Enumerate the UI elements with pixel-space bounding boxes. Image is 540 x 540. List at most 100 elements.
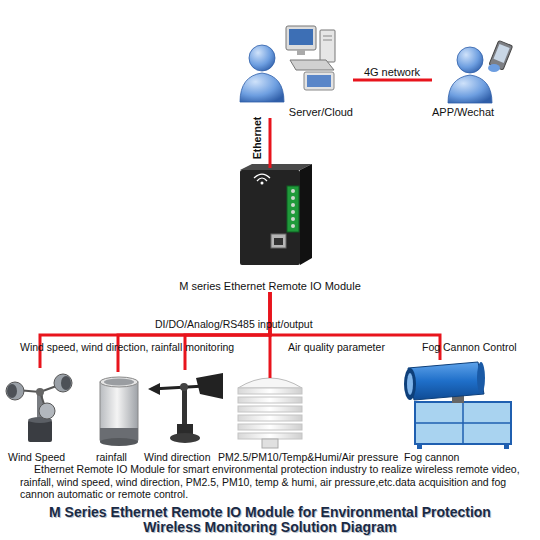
person-head <box>249 45 275 71</box>
vane-pointer <box>148 383 160 395</box>
node-caption: Fog cannon <box>404 451 532 463</box>
vane-fin <box>196 373 223 399</box>
io-module-illustration <box>240 164 312 265</box>
air-sensor-illustration <box>238 378 302 448</box>
server-cloud-node: Server/Cloud <box>238 22 353 118</box>
ethernet-wire <box>118 292 270 372</box>
group-label: Wind speed, wind direction, rainfall mon… <box>20 341 234 353</box>
pc-tower <box>320 30 335 62</box>
sensor-base <box>28 420 52 442</box>
cup <box>54 374 72 392</box>
edge-label: 4G network <box>364 66 420 78</box>
module-side <box>300 164 312 265</box>
ethernet-wire <box>269 118 272 168</box>
cup-inside <box>61 376 71 390</box>
cup-inside <box>7 384 17 398</box>
app-user-illustration <box>448 40 513 103</box>
pc-slot <box>323 40 332 41</box>
cannon-cabinet <box>415 402 511 444</box>
node-text-group: M series Ethernet Remote IO Module <box>160 280 380 292</box>
rj45-port <box>271 234 286 248</box>
base-disc <box>170 433 200 443</box>
node-text-group: APP/Wechat <box>432 106 527 118</box>
sensor-stem <box>262 439 278 448</box>
rain-gauge-sensor: rainfall <box>94 372 140 463</box>
shield-plate <box>238 433 302 439</box>
terminal-screw <box>291 224 295 228</box>
pole <box>182 388 187 428</box>
wifi-logo <box>261 182 264 185</box>
second-screen <box>307 75 331 87</box>
terminal-screw <box>291 217 295 221</box>
shield-plate <box>238 415 302 421</box>
wifi-logo <box>254 174 270 178</box>
monitor <box>286 26 316 50</box>
phone-screen <box>493 44 509 63</box>
node-text-group: Server/Cloud <box>238 106 353 118</box>
caption-text: Ethernet Remote IO Module for smart envi… <box>20 463 520 501</box>
node-text-group: Wind direction <box>144 451 218 463</box>
anemometer-illustration <box>6 374 72 442</box>
keyboard <box>290 60 334 70</box>
person-head <box>457 47 483 73</box>
node-text-group: Wind Speed <box>5 451 77 463</box>
node-caption: PM2.5/PM10/Temp&Humi/Air pressure <box>218 451 400 463</box>
shield-plate <box>238 397 302 403</box>
cannon-mouth <box>404 368 416 400</box>
cannon-nozzle <box>407 373 413 395</box>
terminal-screw <box>291 203 295 207</box>
node-caption: M series Ethernet Remote IO Module <box>160 280 380 292</box>
ethernet-wire <box>185 292 270 370</box>
io-module-node: M series Ethernet Remote IO Module <box>160 168 380 292</box>
cabinet-foot <box>504 444 509 449</box>
monitor-screen <box>289 29 313 45</box>
fog-cannon-illustration <box>404 362 511 449</box>
vane-hub <box>180 383 188 391</box>
cup <box>6 382 24 400</box>
module-front <box>240 170 300 265</box>
cabinet-frame <box>462 402 464 444</box>
node-caption: Server/Cloud <box>238 106 353 118</box>
terminal-screw <box>291 210 295 214</box>
wind-speed-sensor: Wind Speed <box>5 368 77 463</box>
ethernet-wire <box>353 79 432 82</box>
wind-direction-sensor: Wind direction <box>144 370 218 463</box>
wifi-logo <box>257 178 267 181</box>
gauge-opening <box>104 379 134 386</box>
signal-label: DI/DO/Analog/RS485 input/output <box>155 318 313 330</box>
terminal-block <box>287 186 299 232</box>
node-text-group: PM2.5/PM10/Temp&Humi/Air pressure <box>218 451 400 463</box>
rj45-socket <box>274 238 283 245</box>
diagram-title: M Series Ethernet Remote IO Module for E… <box>35 505 505 535</box>
monitor-stand <box>297 50 305 55</box>
cabinet-foot <box>417 444 422 449</box>
group-label: Air quality parameter <box>288 341 385 353</box>
gauge-bottom <box>100 438 138 446</box>
shield-plate <box>238 424 302 430</box>
pc-slot <box>323 36 332 37</box>
cannon-rear <box>477 362 485 394</box>
air-quality-sensor: PM2.5/PM10/Temp&Humi/Air pressure <box>218 378 400 463</box>
node-caption: APP/Wechat <box>432 106 527 118</box>
rain-gauge-illustration <box>100 377 138 446</box>
fog-cannon-node: Fog cannon <box>400 360 532 463</box>
node-caption: rainfall <box>96 451 140 463</box>
hub <box>36 388 44 396</box>
node-caption: Wind Speed <box>8 451 77 463</box>
shield-plate <box>238 406 302 412</box>
gauge-rim <box>100 377 138 387</box>
app-user-node: APP/Wechat <box>432 38 527 118</box>
hand <box>488 64 500 72</box>
terminal-screw <box>291 196 295 200</box>
terminal-screw <box>291 189 295 193</box>
cannon-barrel <box>408 362 484 400</box>
node-text-group: Fog cannon <box>400 451 532 463</box>
cup <box>39 403 55 419</box>
shield-plate <box>238 388 302 394</box>
shield-cap <box>238 378 302 388</box>
node-caption: Wind direction <box>144 451 218 463</box>
server-illustration <box>240 26 335 102</box>
edge-label: Ethernet <box>251 117 263 160</box>
module-top <box>240 164 312 170</box>
